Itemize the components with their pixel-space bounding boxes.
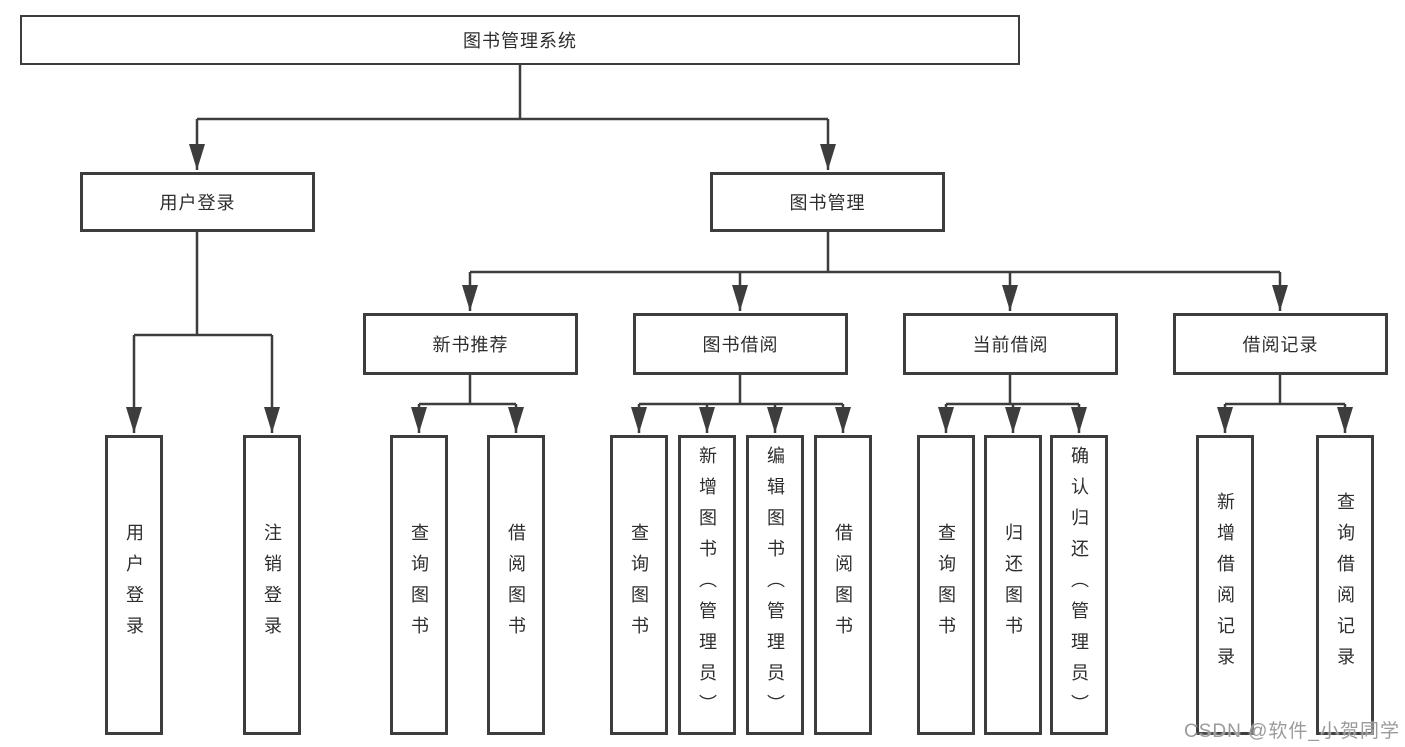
leaf-query-books-3: 查询图书	[917, 435, 975, 735]
leaf-add-borrow-record: 新增借阅记录	[1196, 435, 1254, 735]
node-root-system: 图书管理系统	[20, 15, 1020, 65]
leaf-query-books-2: 查询图书	[610, 435, 668, 735]
node-new-book-recommend: 新书推荐	[363, 313, 578, 375]
csdn-watermark: CSDN @软件_小贺同学	[1184, 721, 1400, 742]
leaf-add-books-admin: 新增图书（管理员）	[678, 435, 736, 735]
leaf-query-borrow-record: 查询借阅记录	[1316, 435, 1374, 735]
leaf-logout: 注销登录	[243, 435, 301, 735]
node-borrow-records: 借阅记录	[1173, 313, 1388, 375]
node-book-management: 图书管理	[710, 172, 945, 232]
leaf-query-books-1: 查询图书	[390, 435, 448, 735]
leaf-borrow-books-2: 借阅图书	[814, 435, 872, 735]
node-current-borrow: 当前借阅	[903, 313, 1118, 375]
leaf-user-login: 用户登录	[105, 435, 163, 735]
leaf-edit-books-admin: 编辑图书（管理员）	[746, 435, 804, 735]
leaf-return-books: 归还图书	[984, 435, 1042, 735]
leaf-borrow-books-1: 借阅图书	[487, 435, 545, 735]
node-book-borrow: 图书借阅	[633, 313, 848, 375]
node-user-login: 用户登录	[80, 172, 315, 232]
leaf-confirm-return-admin: 确认归还（管理员）	[1050, 435, 1108, 735]
